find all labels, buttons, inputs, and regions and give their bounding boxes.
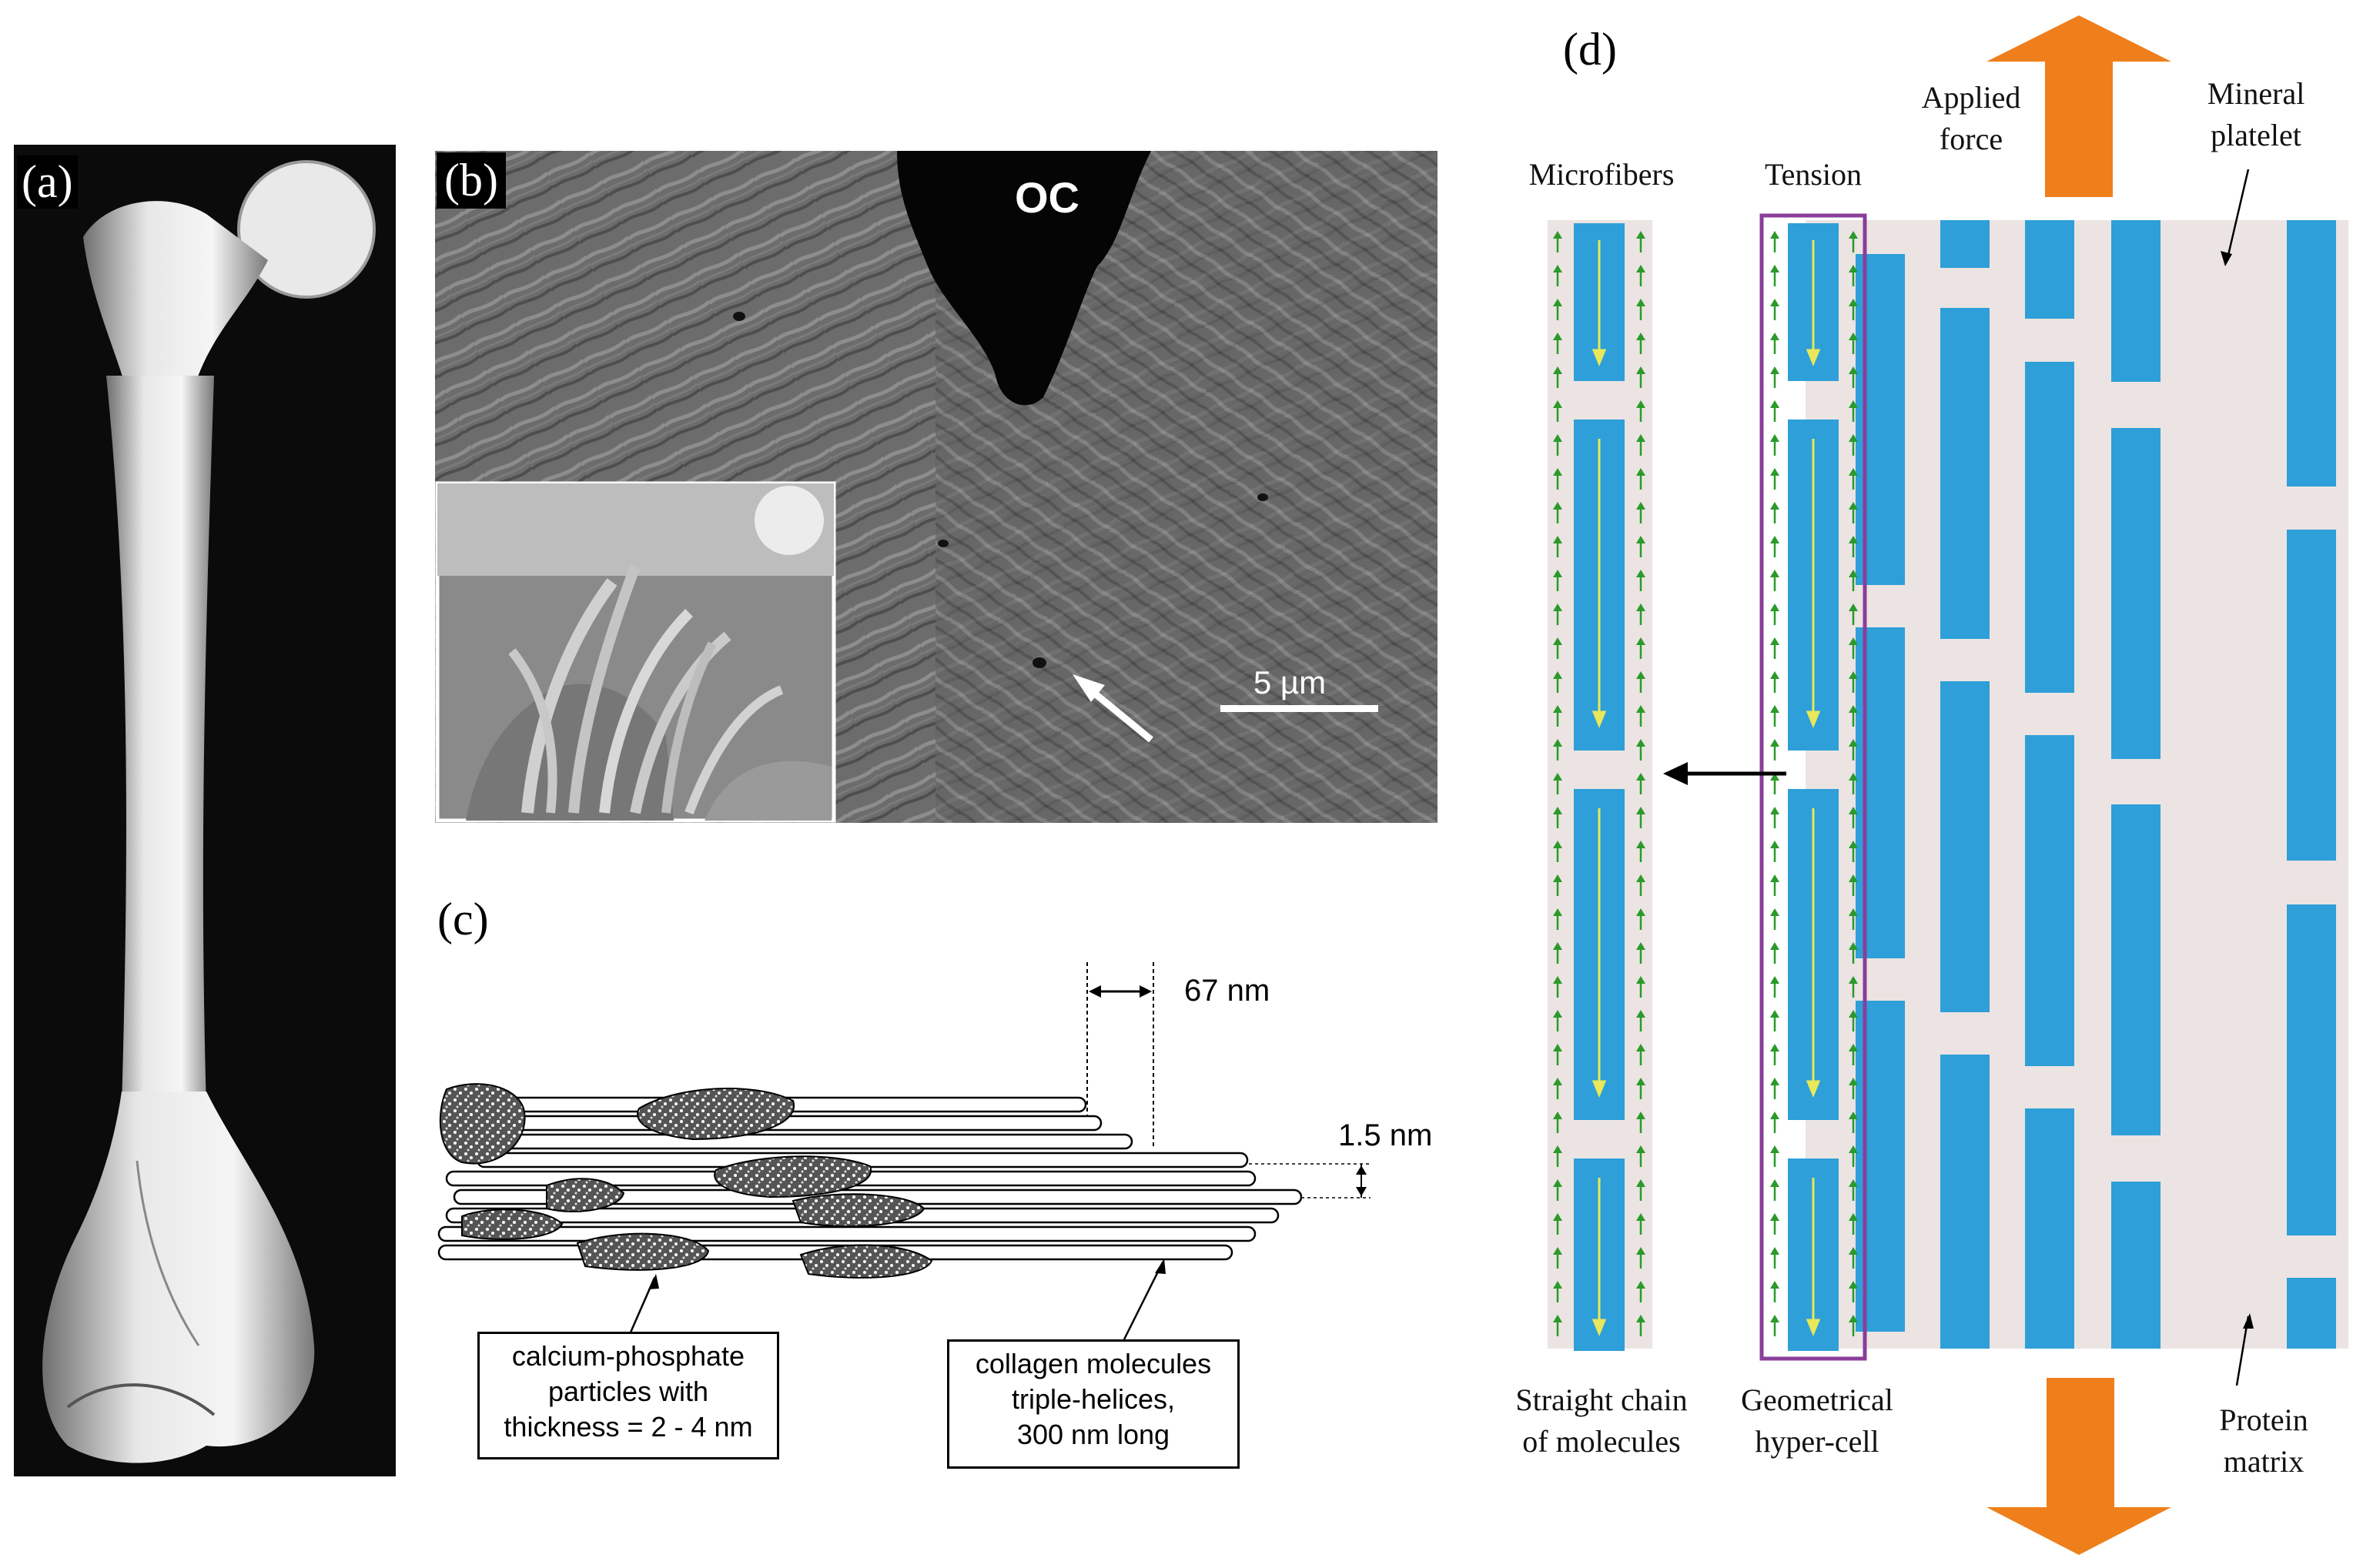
microfibers-label: Microfibers (1528, 157, 1675, 192)
hyper-cell-label: Geometrical hyper-cell (1741, 1382, 1893, 1459)
panel-d: (d) (1478, 0, 2363, 1568)
mineral-platelets (1856, 220, 2336, 1349)
mineral-platelet-label: Mineral platelet (2207, 76, 2305, 152)
straight-chain-label: Straight chain of molecules (1515, 1382, 1688, 1459)
spacing-label: 67 nm (1184, 974, 1270, 1008)
staggered-model-diagram (1548, 15, 2348, 1555)
sem-inset (435, 481, 836, 823)
protein-matrix-label: Protein matrix (2219, 1403, 2308, 1479)
panel-c: (c) 67 nm 1.5 nm (431, 893, 1463, 1478)
panel-b: 5 µm OC (b) (435, 151, 1438, 823)
callout-collagen-molecules: collagen molecules triple-helices, 300 n… (947, 1339, 1240, 1469)
panel-a-label: (a) (17, 155, 78, 209)
callout-mineral-particles: calcium-phosphate particles with thickne… (477, 1332, 779, 1459)
microfiber-chain-column (1548, 220, 1652, 1351)
applied-force-down-arrow (1986, 1378, 2171, 1555)
collagen-schematic: 67 nm 1.5 nm (437, 962, 1432, 1340)
panel-c-label: (c) (437, 894, 489, 944)
applied-force-label: Applied force (1921, 80, 2021, 156)
sem-micrograph: 5 µm OC (435, 151, 1438, 823)
panel-a: (a) (14, 145, 396, 1476)
hyper-cell-column (1759, 213, 1867, 1361)
applied-force-up-arrow (1986, 15, 2171, 197)
panel-b-label: (b) (437, 152, 506, 209)
tension-arrows (1553, 231, 1858, 1336)
tension-label: Tension (1764, 157, 1863, 192)
panel-d-label: (d) (1563, 24, 1617, 75)
femur-bone-image (14, 145, 396, 1476)
diameter-label: 1.5 nm (1338, 1118, 1432, 1152)
oc-label: OC (1015, 173, 1079, 222)
scale-bar-label: 5 µm (1253, 664, 1326, 700)
